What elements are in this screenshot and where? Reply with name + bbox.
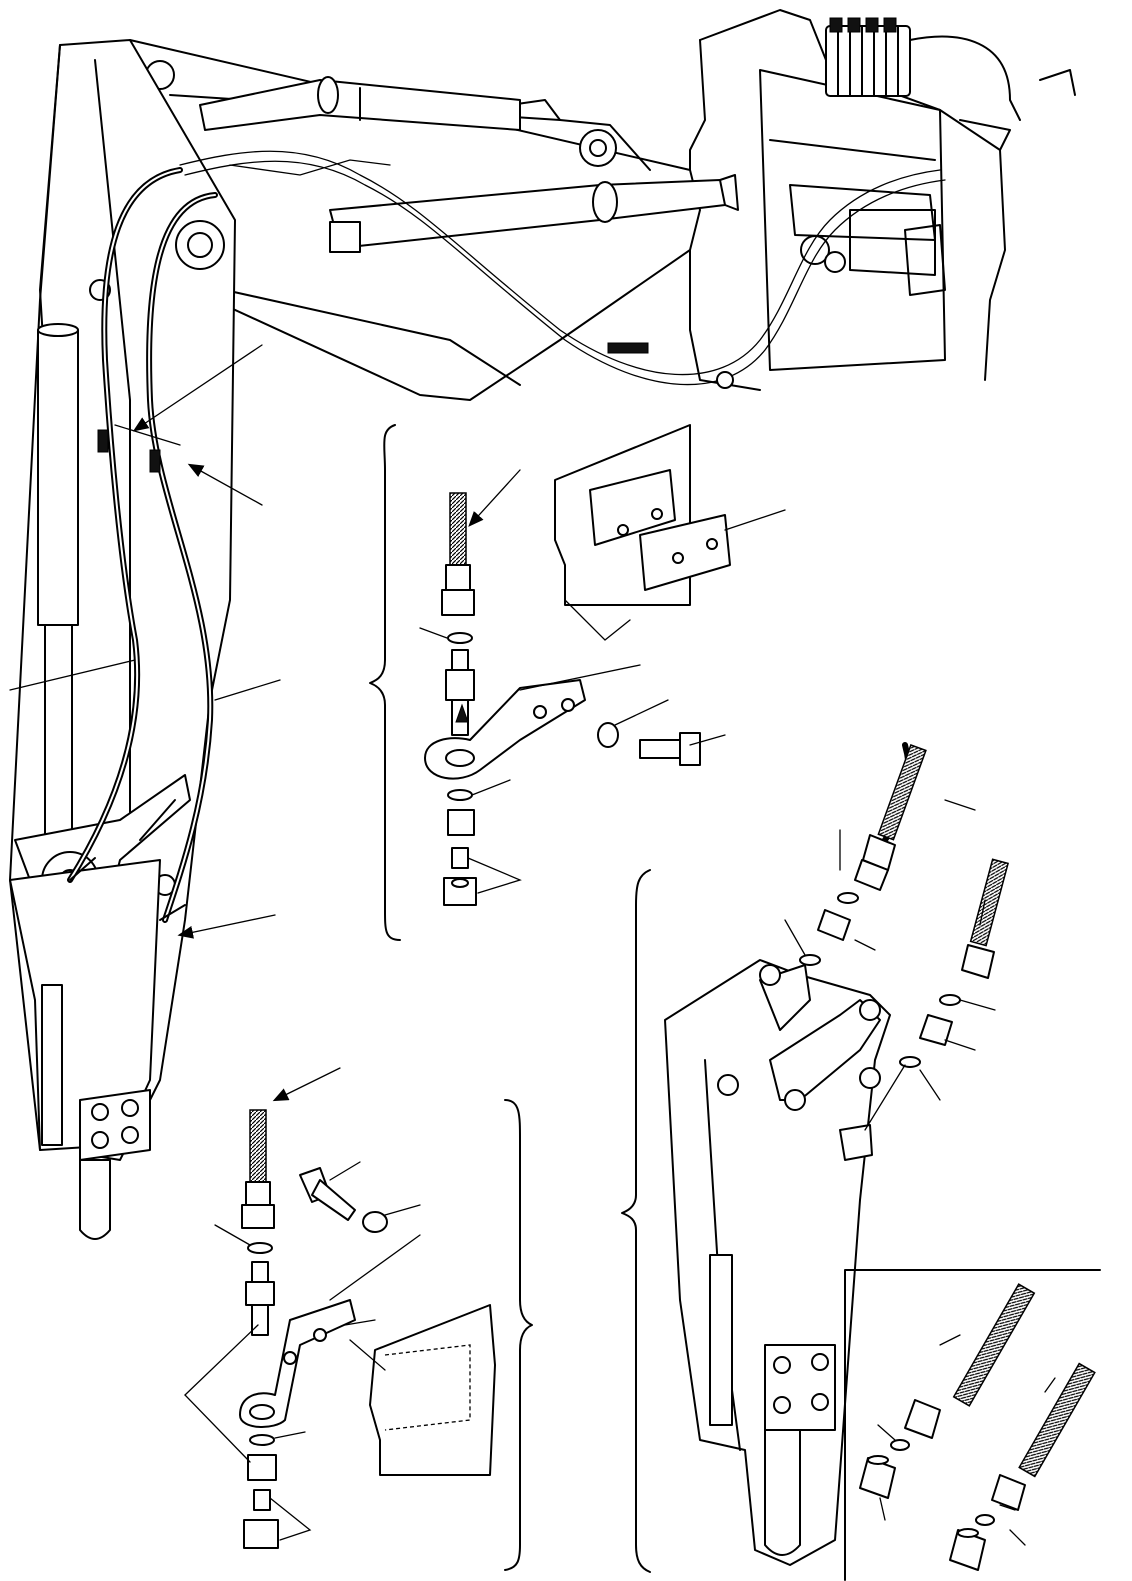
- breaker-body: [9, 859, 161, 1240]
- brace-icon: [369, 424, 401, 941]
- valve-block-housing: [689, 9, 1011, 391]
- callout-arrows-main: [9, 344, 281, 939]
- brace-icon: [621, 869, 651, 1573]
- hose-routing-main: [67, 150, 946, 923]
- main-view: [9, 9, 1076, 1240]
- boom-cylinder-lower: [329, 174, 739, 253]
- detail-bracket-top: [369, 424, 786, 941]
- dipper-cylinder: [37, 323, 79, 851]
- detail-bracket-bottom: [184, 1067, 533, 1571]
- boom-cylinder-upper: [199, 76, 521, 131]
- brace-icon: [504, 1099, 533, 1571]
- detail-dipper-end: [621, 742, 1101, 1581]
- control-valve-bank: [825, 17, 1076, 121]
